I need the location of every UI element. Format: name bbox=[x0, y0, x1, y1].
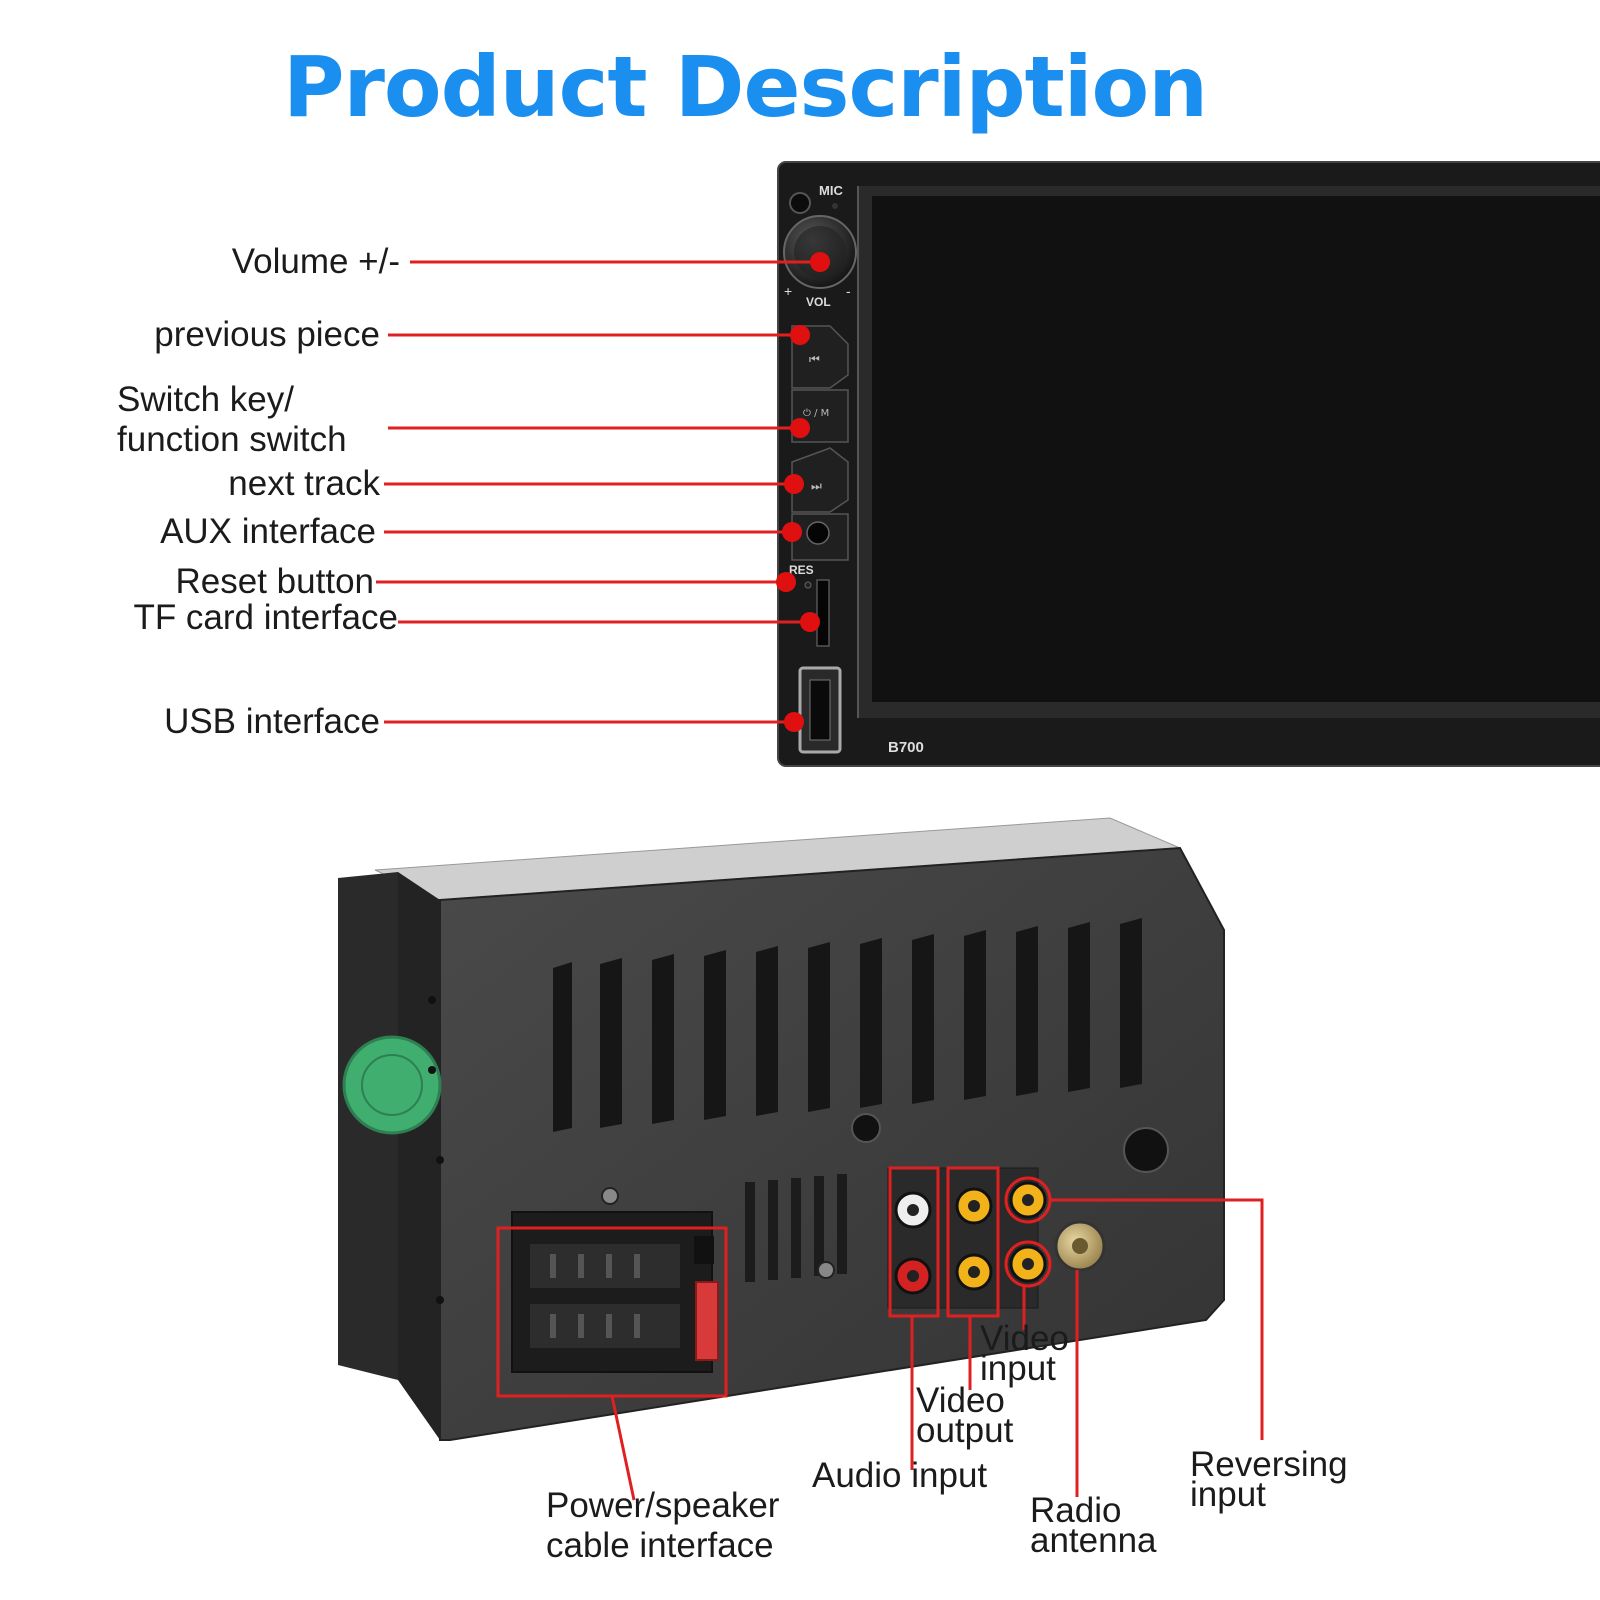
audio-input-label: Audio input bbox=[812, 1456, 988, 1495]
rca-jacks bbox=[887, 1167, 1106, 1309]
svg-text:⏭: ⏭ bbox=[811, 479, 822, 493]
next-button-icon bbox=[791, 447, 849, 513]
aux-interface-label: AUX interface bbox=[160, 512, 376, 551]
tf-card-label: TF card interface bbox=[133, 598, 398, 637]
switch-key-label: Switch key/ function switch bbox=[117, 380, 347, 459]
tf-slot-icon bbox=[816, 579, 830, 647]
video-input-label: Video input bbox=[980, 1319, 1069, 1388]
fuse-icon bbox=[695, 1281, 719, 1361]
svg-text:⏻ / M: ⏻ / M bbox=[803, 408, 829, 419]
mic-marking: MIC bbox=[819, 183, 843, 198]
svg-text:+: + bbox=[784, 283, 792, 299]
reversing-input-label: Reversing input bbox=[1190, 1445, 1348, 1514]
front-callout-dots bbox=[776, 252, 830, 732]
vol-marking: VOL bbox=[806, 295, 831, 309]
reset-hole-icon bbox=[804, 581, 812, 589]
aux-jack-icon bbox=[806, 521, 830, 545]
next-track-label: next track bbox=[228, 464, 380, 503]
video-output-label: Video output bbox=[916, 1381, 1014, 1450]
power-speaker-label: Power/speaker cable interface bbox=[546, 1486, 780, 1565]
head-unit-front: MIC VOL + - ⏮ ⏻ / M ⏭ RES B700 bbox=[777, 161, 1600, 767]
screw-icon bbox=[601, 1187, 619, 1205]
power-speaker-connector-icon bbox=[511, 1211, 719, 1373]
mount-hole-icon bbox=[851, 1113, 881, 1143]
res-marking: RES bbox=[789, 563, 814, 577]
svg-text:⏮: ⏮ bbox=[809, 352, 820, 366]
screen bbox=[872, 196, 1600, 702]
screw-icon bbox=[817, 1261, 835, 1279]
model-marking: B700 bbox=[888, 739, 924, 756]
page-title: Product Description bbox=[282, 38, 1208, 136]
front-callouts bbox=[376, 260, 820, 724]
volume-label: Volume +/- bbox=[231, 242, 400, 281]
vent-fins bbox=[553, 918, 1142, 1132]
mount-hole-icon bbox=[1123, 1127, 1169, 1173]
warranty-sticker-icon bbox=[342, 1035, 442, 1135]
svg-text:-: - bbox=[846, 283, 851, 299]
lower-vents bbox=[745, 1174, 847, 1282]
mic-hole-icon bbox=[789, 192, 811, 214]
reset-button-label: Reset button bbox=[175, 562, 374, 601]
radio-antenna-label: Radio antenna bbox=[1030, 1491, 1157, 1560]
previous-piece-label: previous piece bbox=[154, 315, 380, 354]
rear-housing bbox=[338, 817, 1225, 1441]
rear-callouts bbox=[496, 1166, 1264, 1501]
usb-interface-label: USB interface bbox=[164, 702, 380, 741]
